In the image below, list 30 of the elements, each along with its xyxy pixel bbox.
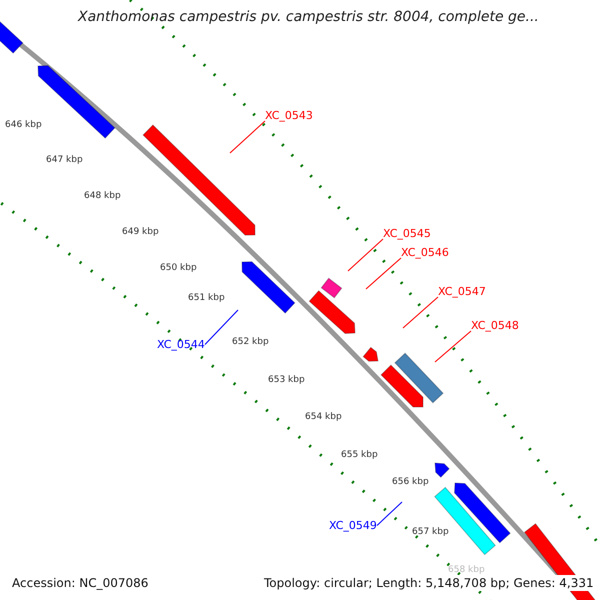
gene-label: XC_0546 <box>401 247 449 258</box>
gene-label: XC_0547 <box>438 286 486 297</box>
leader-line <box>204 310 238 345</box>
tick-label: 656 kbp <box>392 478 429 487</box>
leader-line <box>376 502 402 526</box>
leader-line <box>230 120 266 154</box>
tick-label: 646 kbp <box>5 121 42 130</box>
tick-label: 657 kbp <box>412 528 449 537</box>
gene-label: XC_0548 <box>471 320 519 331</box>
tick-label: 647 kbp <box>46 156 83 165</box>
leader-line <box>366 258 402 290</box>
tick-label: 650 kbp <box>160 264 197 273</box>
tick-label: 654 kbp <box>305 413 342 422</box>
tick-label: 658 kbp <box>448 566 485 575</box>
gene-label: XC_0543 <box>265 110 313 121</box>
title: Xanthomonas campestris pv. campestris str. 8004, complete ge... <box>78 10 539 24</box>
leader-line <box>434 330 472 362</box>
tick-label: 651 kbp <box>188 294 225 303</box>
footer-text: Accession: NC_007086 <box>10 575 150 591</box>
gene-label: XC_0545 <box>383 228 431 239</box>
gene-label: XC_0549 <box>329 520 377 531</box>
tick-label: 648 kbp <box>84 192 121 201</box>
footer-text: Topology: circular; Length: 5,148,708 bp; Genes: 4,331 <box>262 575 596 591</box>
tick-label: 653 kbp <box>268 376 305 385</box>
tick-label: 652 kbp <box>232 338 269 347</box>
gene-label: XC_0544 <box>157 339 205 350</box>
tick-label: 655 kbp <box>341 451 378 460</box>
leader-line <box>402 296 438 328</box>
tick-label: 649 kbp <box>122 228 159 237</box>
leader-line <box>348 238 384 272</box>
